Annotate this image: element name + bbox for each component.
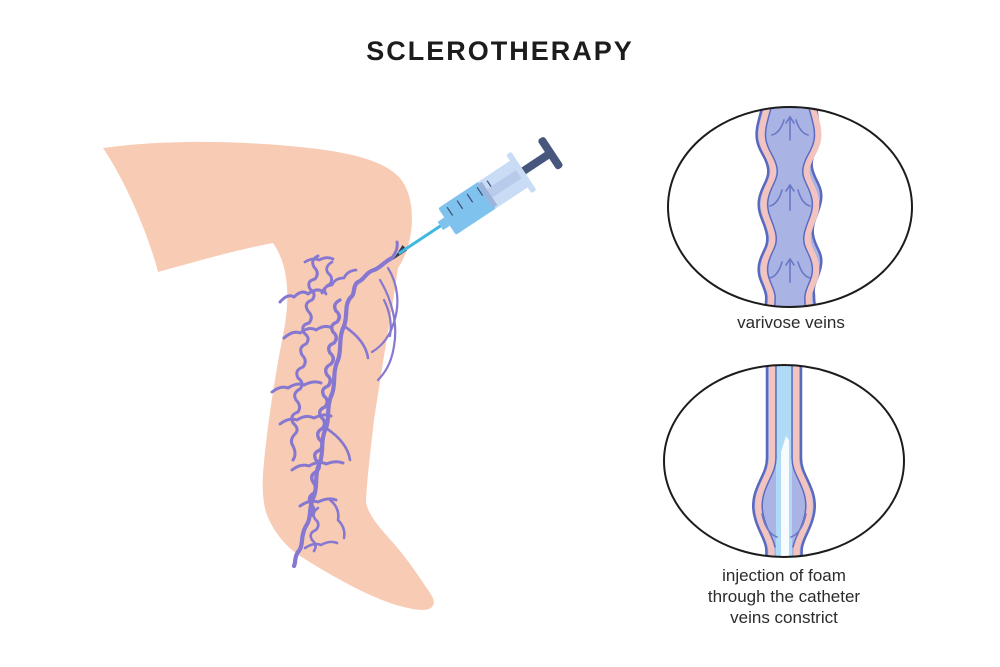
caption-foam-injection: injection of foam through the catheter v… [658,565,910,628]
foam-injection-diagram [752,365,816,557]
plunger-handle [538,137,563,170]
page-title: SCLEROTHERAPY [366,36,634,66]
vein-valves [761,513,807,538]
syringe-nozzle [437,217,450,231]
caption-line: injection of foam [722,566,846,585]
barrel-flange [506,152,536,193]
caption-line: veins constrict [730,608,838,627]
foam-injection-inset [663,364,905,558]
caption-line: through the catheter [707,587,861,606]
syringe-icon [393,137,563,260]
varicose-vein-network [270,240,399,569]
piston-rod-inner [486,169,523,198]
needle-icon [397,223,443,255]
varicose-vein-inset [667,106,913,308]
catheter-icon [781,436,789,557]
varicose-vein-diagram [755,107,823,307]
syringe-liquid [438,182,496,235]
vein-valves [769,115,811,283]
plunger-rod [521,150,551,175]
leg-illustration [103,141,434,610]
caption-varicose-veins: varivose veins [737,313,845,332]
piston-seal [477,181,498,208]
